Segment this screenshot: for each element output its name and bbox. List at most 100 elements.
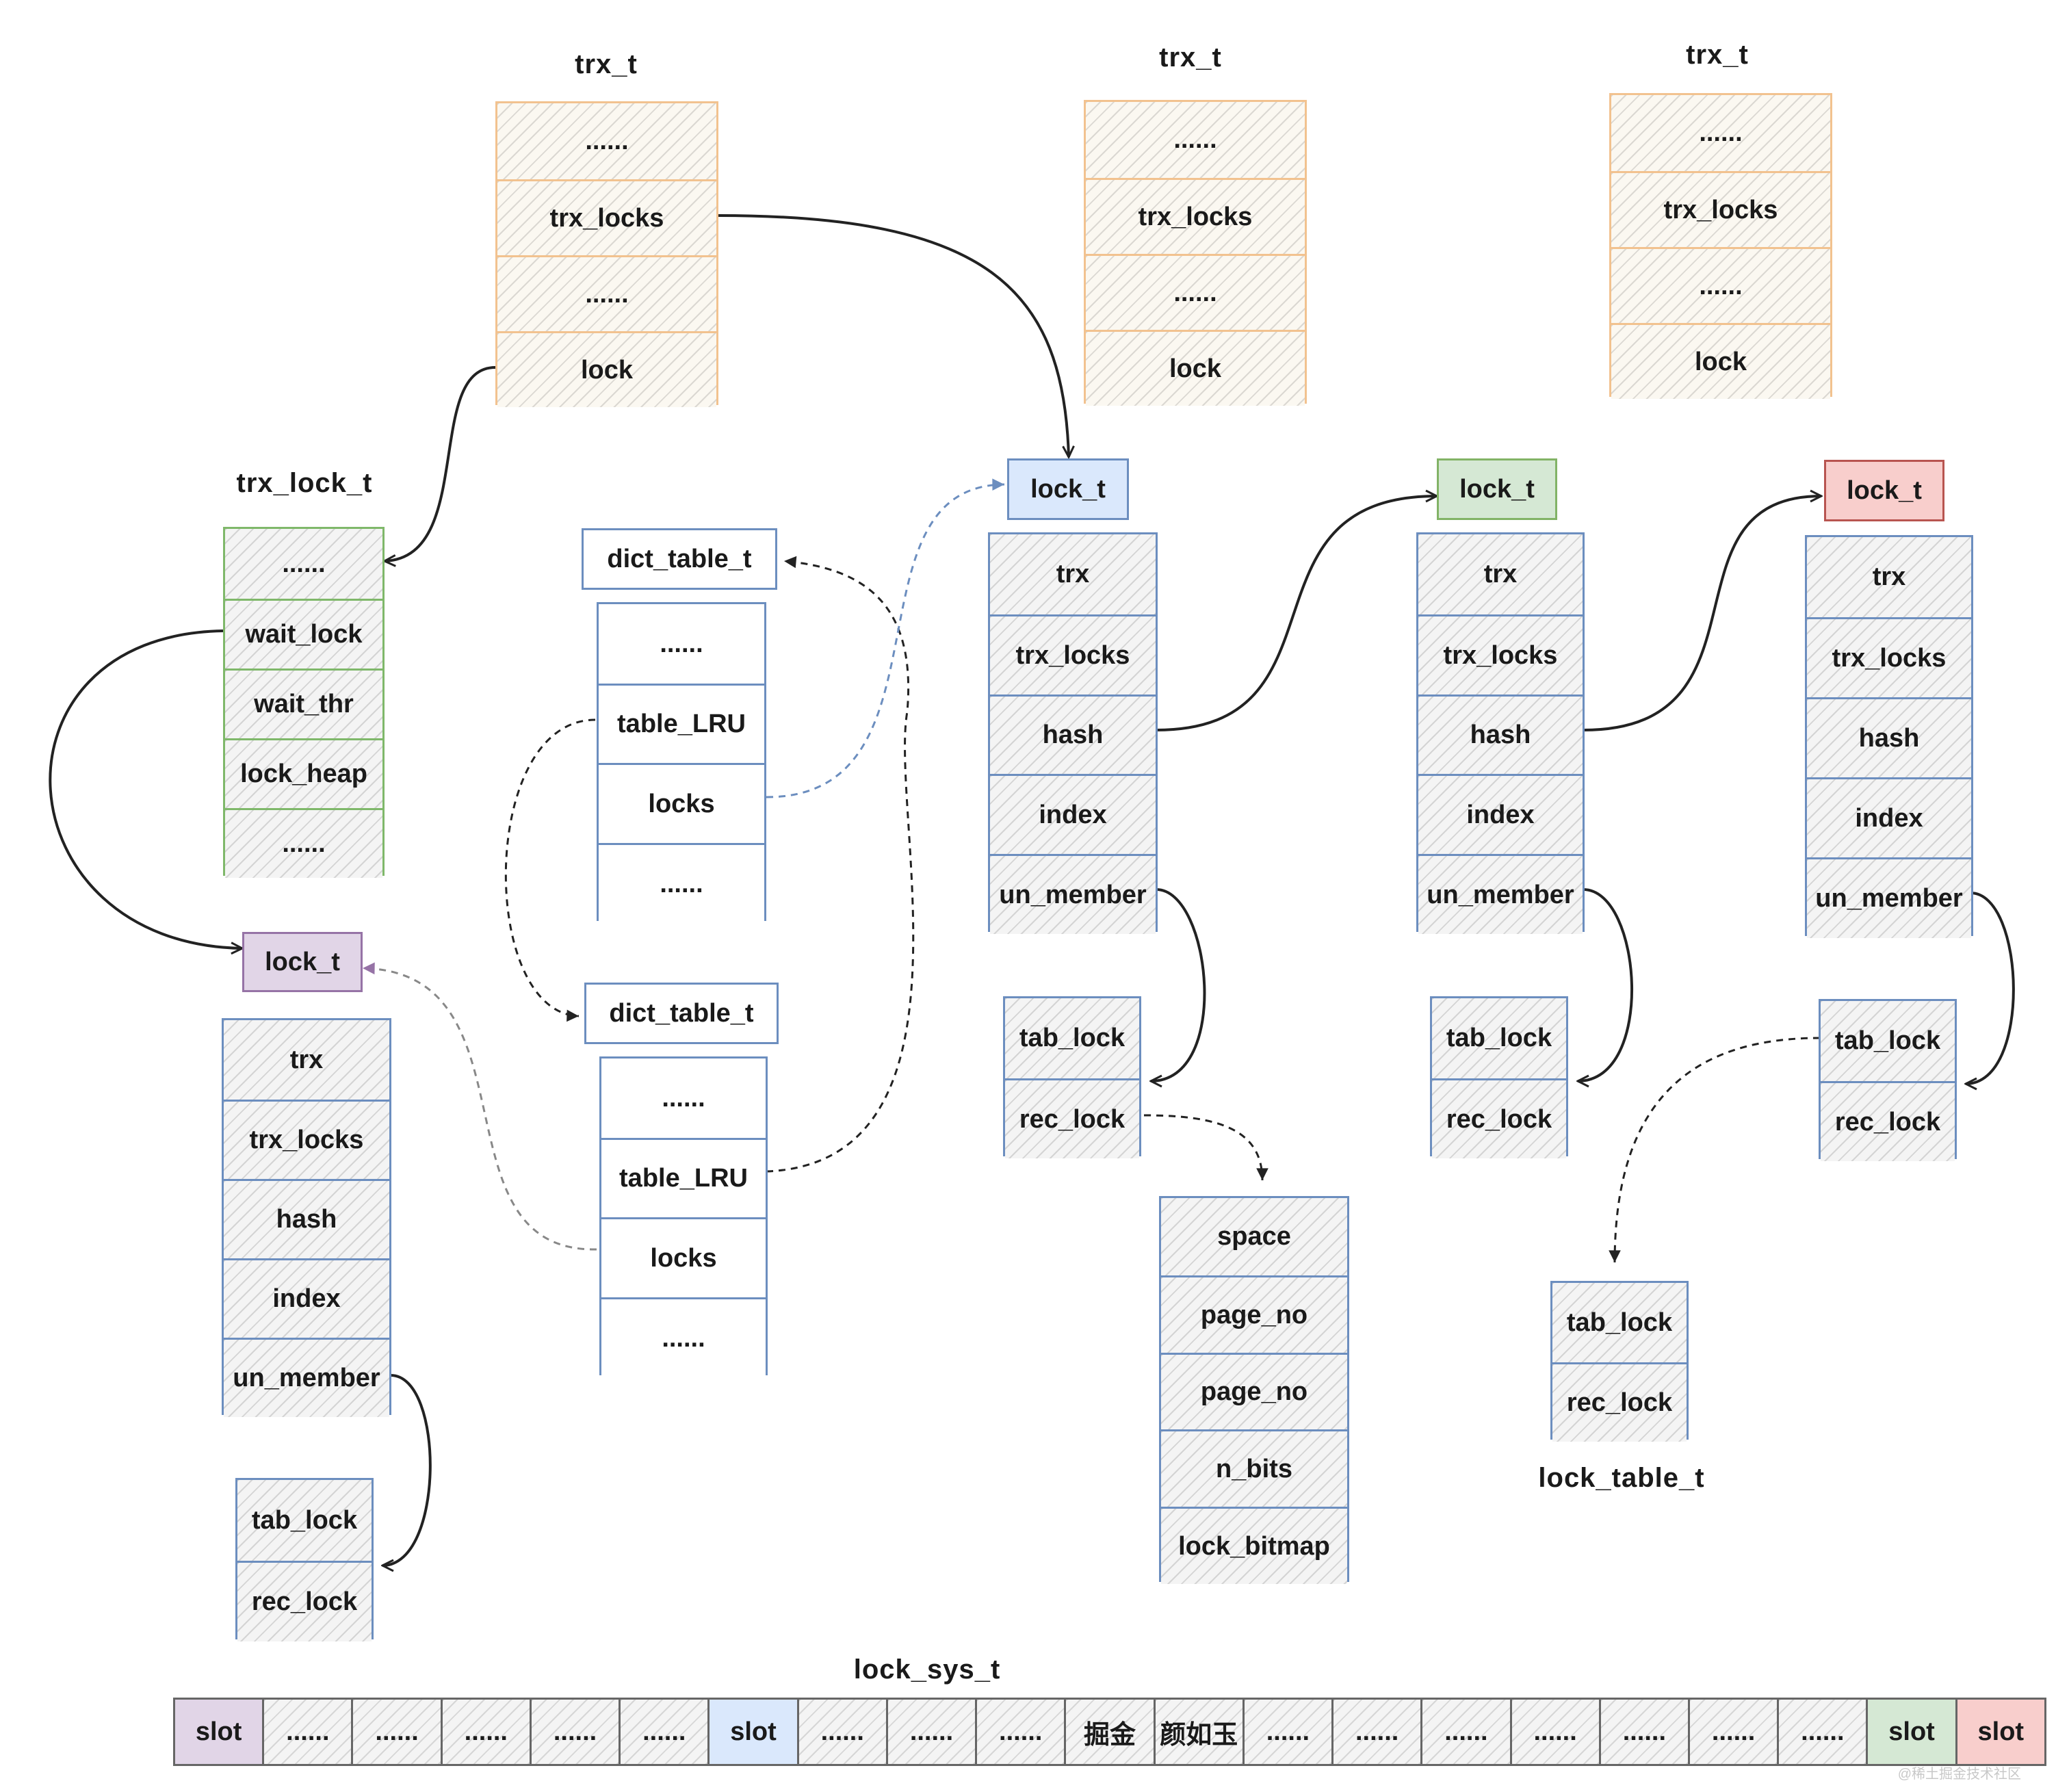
dict-table-field-ellipsis: ...... xyxy=(599,843,764,923)
trx-field-trx-locks: trx_locks xyxy=(497,179,716,255)
lock-field-trx: trx xyxy=(1418,534,1583,614)
union-field-rec-lock: rec_lock xyxy=(1552,1362,1687,1442)
un-member-union-green: tab_lock rec_lock xyxy=(1430,996,1568,1158)
arrow-tab-lock-to-lock-table-t xyxy=(1609,1037,1821,1263)
hash-slot-16: ...... xyxy=(1598,1700,1688,1764)
arrow-trx-locks-to-lock-t xyxy=(718,214,1069,457)
arrow-hash-to-red-lock-t xyxy=(1583,496,1821,731)
arrow-table-lru-to-next-dict-table xyxy=(504,718,596,1022)
arrow-rec-lock-to-space xyxy=(1143,1114,1268,1181)
lock-field-index: index xyxy=(990,774,1156,854)
hash-slot-14: ...... xyxy=(1420,1700,1510,1764)
hash-slot-18: ...... xyxy=(1777,1700,1866,1764)
union-field-tab-lock: tab_lock xyxy=(237,1480,372,1561)
lock-t-struct-red: trx trx_locks hash index un_member xyxy=(1805,535,1973,938)
lock-t-struct-green: trx trx_locks hash index un_member xyxy=(1416,532,1585,934)
hash-slot-17: ...... xyxy=(1687,1700,1778,1764)
lock-field-trx-locks: trx_locks xyxy=(224,1100,389,1179)
trx-t-title-3: trx_t xyxy=(1686,40,1749,70)
lock-t-tag-blue: lock_t xyxy=(1007,458,1129,520)
lock-t-tag-purple: lock_t xyxy=(242,932,363,992)
lock-field-trx: trx xyxy=(990,534,1156,614)
arrow-un-member-to-rec-lock-4 xyxy=(382,1374,432,1566)
lock-rec-field-page-no: page_no xyxy=(1161,1275,1347,1353)
lock-rec-struct: space page_no page_no n_bits lock_bitmap xyxy=(1159,1196,1349,1584)
hash-slot-1: ...... xyxy=(262,1700,352,1764)
hash-slot-8: ...... xyxy=(885,1700,976,1764)
lock-sys-t-title: lock_sys_t xyxy=(853,1654,1001,1685)
union-field-tab-lock: tab_lock xyxy=(1821,1001,1955,1081)
dict-table-t-tag-2: dict_table_t xyxy=(584,983,779,1044)
trx-field-lock: lock xyxy=(1086,330,1305,406)
arrow-hash-to-green-lock-t xyxy=(1156,496,1437,731)
arrow-wait-lock-to-lock-t xyxy=(49,629,242,948)
union-field-rec-lock: rec_lock xyxy=(237,1561,372,1641)
lock-t-struct-blue: trx trx_locks hash index un_member xyxy=(988,532,1158,934)
dict-table-t-struct-2: ...... table_LRU locks ...... xyxy=(599,1056,768,1377)
union-field-rec-lock: rec_lock xyxy=(1821,1081,1955,1161)
trx-field-ellipsis: ...... xyxy=(497,255,716,331)
dict-table-field-ellipsis: ...... xyxy=(601,1059,766,1138)
trx-field-ellipsis: ...... xyxy=(1086,254,1305,330)
lock-t-struct-purple: trx trx_locks hash index un_member xyxy=(222,1018,391,1417)
arrow-table-lru-to-prev-dict-table xyxy=(766,556,915,1173)
trx-field-ellipsis: ...... xyxy=(1611,95,1830,171)
trx-t-struct-1: ...... trx_locks ...... lock xyxy=(495,101,718,407)
lock-field-hash: hash xyxy=(224,1179,389,1258)
union-field-tab-lock: tab_lock xyxy=(1432,998,1566,1078)
arrow-locks-to-blue-lock-t xyxy=(766,478,1005,798)
watermark: @稀土掘金技术社区 xyxy=(1897,1767,2021,1782)
un-member-union-red: tab_lock rec_lock xyxy=(1819,999,1957,1161)
trx-t-title-2: trx_t xyxy=(1159,42,1222,73)
lock-table-t-struct: tab_lock rec_lock xyxy=(1550,1281,1689,1442)
un-member-union-purple: tab_lock rec_lock xyxy=(235,1478,374,1641)
dict-table-t-tag-1: dict_table_t xyxy=(582,528,777,590)
lock-field-index: index xyxy=(224,1258,389,1338)
trx-field-lock: lock xyxy=(497,331,716,407)
arrow-un-member-to-rec-lock-3 xyxy=(1966,892,2015,1084)
lock-t-tag-red: lock_t xyxy=(1824,460,1944,521)
union-field-tab-lock: tab_lock xyxy=(1552,1283,1687,1362)
union-field-rec-lock: rec_lock xyxy=(1005,1078,1139,1158)
trx-lock-field-ellipsis: ...... xyxy=(225,529,382,599)
lock-field-index: index xyxy=(1807,777,1971,857)
union-field-tab-lock: tab_lock xyxy=(1005,998,1139,1078)
dict-table-field-ellipsis: ...... xyxy=(599,604,764,684)
lock-field-trx-locks: trx_locks xyxy=(1807,617,1971,697)
dict-table-field-locks: locks xyxy=(599,763,764,843)
hash-slot-12: ...... xyxy=(1242,1700,1332,1764)
hash-slot-20: slot xyxy=(1955,1700,2044,1764)
trx-t-struct-3: ...... trx_locks ...... lock xyxy=(1609,93,1832,399)
hash-slot-2: ...... xyxy=(351,1700,441,1764)
lock-sys-hash-slots: slot..............................slot..… xyxy=(173,1698,2046,1766)
hash-slot-10: 掘金 xyxy=(1064,1700,1154,1764)
lock-rec-field-lock-bitmap: lock_bitmap xyxy=(1161,1507,1347,1584)
lock-field-un-member: un_member xyxy=(1807,857,1971,938)
dict-table-field-table-lru: table_LRU xyxy=(599,684,764,763)
trx-lock-t-title: trx_lock_t xyxy=(236,468,373,498)
lock-table-t-title: lock_table_t xyxy=(1538,1463,1705,1493)
trx-lock-field-wait-thr: wait_thr xyxy=(225,668,382,738)
hash-slot-9: ...... xyxy=(975,1700,1065,1764)
trx-lock-field-wait-lock: wait_lock xyxy=(225,599,382,668)
trx-lock-t-struct: ...... wait_lock wait_thr lock_heap ....… xyxy=(223,527,385,878)
lock-field-hash: hash xyxy=(990,694,1156,774)
trx-field-trx-locks: trx_locks xyxy=(1086,178,1305,254)
hash-slot-5: ...... xyxy=(619,1700,708,1764)
hash-slot-11: 颜如玉 xyxy=(1153,1700,1242,1764)
lock-field-un-member: un_member xyxy=(224,1338,389,1417)
hash-slot-7: ...... xyxy=(796,1700,886,1764)
trx-field-lock: lock xyxy=(1611,323,1830,399)
lock-rec-field-page-no: page_no xyxy=(1161,1353,1347,1429)
dict-table-t-struct-1: ...... table_LRU locks ...... xyxy=(597,602,766,923)
lock-field-trx-locks: trx_locks xyxy=(1418,614,1583,694)
lock-field-hash: hash xyxy=(1807,697,1971,777)
lock-field-un-member: un_member xyxy=(1418,854,1583,934)
hash-slot-19: slot xyxy=(1866,1700,1955,1764)
lock-field-index: index xyxy=(1418,774,1583,854)
dict-table-field-table-lru: table_LRU xyxy=(601,1138,766,1217)
union-field-rec-lock: rec_lock xyxy=(1432,1078,1566,1158)
lock-rec-field-space: space xyxy=(1161,1198,1347,1275)
